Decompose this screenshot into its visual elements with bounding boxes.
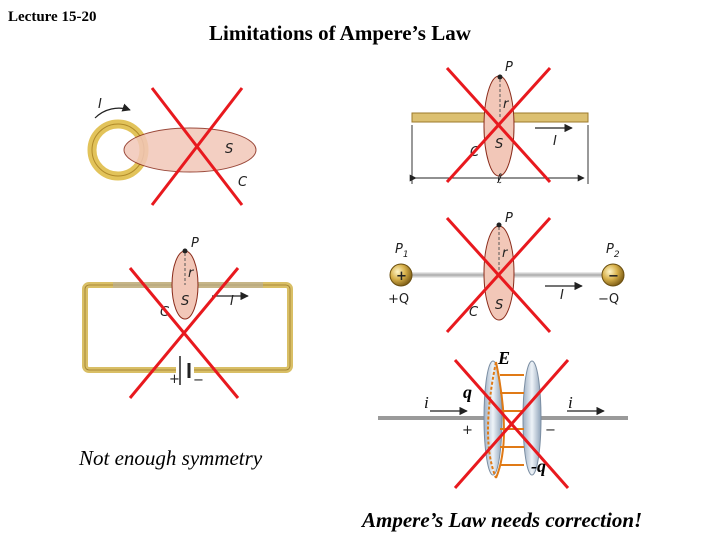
plus-q-label: +Q — [388, 292, 409, 307]
figure-circuit: P r S C I + − — [82, 236, 293, 399]
length-label: ℓ — [496, 172, 502, 187]
needs-correction-caption: Ampere’s Law needs correction! — [362, 508, 643, 532]
surface-label: S — [495, 298, 503, 313]
p1-label: P1 — [395, 242, 409, 260]
cross-line — [150, 87, 244, 206]
field-label: E — [497, 348, 510, 368]
minus-sign: − — [545, 423, 556, 438]
current-label-right: i — [568, 393, 573, 412]
battery-minus: − — [193, 373, 204, 388]
current-label: I — [230, 294, 234, 309]
point-label: P — [505, 211, 513, 226]
radius-label: r — [188, 266, 195, 281]
current-arrow — [94, 103, 131, 119]
point-label: P — [191, 236, 199, 251]
cross-line — [445, 66, 552, 184]
positive-sign: + — [396, 269, 407, 284]
cross-line — [453, 359, 570, 489]
curve-label: C — [160, 305, 170, 320]
positive-charge — [389, 263, 413, 287]
current-label: I — [98, 97, 102, 112]
surface-s — [123, 127, 257, 173]
current-label: I — [553, 134, 557, 149]
capacitor-plate-right — [522, 360, 542, 476]
minus-q-label: −Q — [598, 292, 619, 307]
surface-label: S — [495, 137, 503, 152]
capacitor-plate-left — [483, 360, 503, 476]
negative-sign: − — [608, 269, 619, 284]
surface-outline-back — [487, 361, 497, 479]
figure-dipole: P r S C + − P1 P2 +Q −Q I — [388, 211, 625, 334]
curve-label: C — [238, 175, 248, 190]
radius-label: r — [503, 97, 510, 112]
figure-capacitor: E q -q i i + − — [378, 348, 628, 489]
not-enough-symmetry-caption: Not enough symmetry — [79, 446, 263, 470]
figure-finite-segment: P r S C I ℓ — [409, 60, 589, 187]
surface-outline — [495, 361, 505, 479]
current-label: I — [560, 288, 564, 303]
surface-label: S — [225, 142, 233, 157]
battery-plus: + — [169, 372, 180, 387]
point-p — [497, 74, 503, 80]
figure-current-loop: I S C — [87, 87, 257, 206]
plus-sign: + — [462, 423, 473, 438]
p2-label: P2 — [606, 242, 620, 260]
point-p — [182, 248, 188, 254]
charge-label: q — [463, 382, 472, 402]
radius-label: r — [502, 246, 509, 261]
lecture-number: Lecture 15-20 — [8, 9, 97, 25]
current-label-left: i — [424, 393, 429, 412]
field-lines — [487, 361, 524, 479]
negative-charge — [601, 263, 625, 287]
surface-label: S — [181, 294, 189, 309]
point-p — [496, 222, 502, 228]
cross-line — [445, 216, 552, 334]
cross-line — [128, 267, 240, 399]
point-label: P — [505, 60, 513, 75]
slide-title: Limitations of Ampere’s Law — [209, 21, 471, 45]
curve-label: C — [469, 305, 479, 320]
